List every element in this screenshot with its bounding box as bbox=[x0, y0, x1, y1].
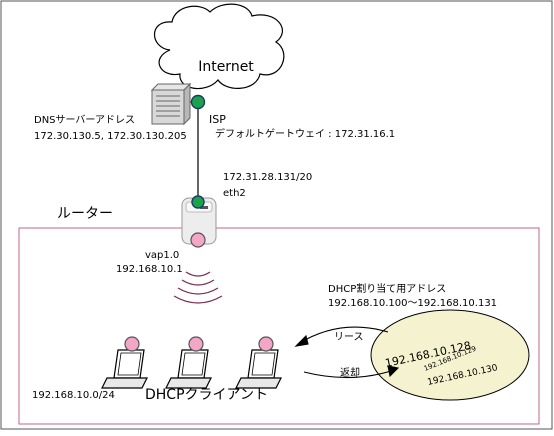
router-wan-port bbox=[191, 195, 205, 209]
lease-arrow bbox=[294, 326, 389, 347]
router-lan-interface: vap1.0 bbox=[145, 250, 179, 261]
router-lan-ip: 192.168.10.1 bbox=[116, 264, 183, 275]
client-network: 192.168.10.0/24 bbox=[32, 390, 115, 401]
dhcp-address-pool bbox=[370, 309, 530, 401]
client-laptop-icon bbox=[165, 336, 212, 389]
dhcp-pool-title: DHCP割り当て用アドレス bbox=[328, 282, 446, 295]
wireless-waves-icon bbox=[173, 271, 223, 304]
client-laptop-icon bbox=[101, 336, 148, 389]
lease-label: リース bbox=[334, 332, 364, 343]
return-arrow bbox=[303, 365, 400, 379]
return-label: 返却 bbox=[340, 367, 360, 379]
client-laptop-icon bbox=[235, 336, 282, 389]
dhcp-pool-range: 192.168.10.100～192.168.10.131 bbox=[328, 298, 497, 309]
dns-addresses: 172.30.130.5, 172.30.130.205 bbox=[34, 131, 187, 142]
dhcp-clients-label: DHCPクライアント bbox=[145, 387, 268, 403]
isp-node bbox=[190, 94, 206, 110]
router-wan-ip: 172.31.28.131/20 bbox=[223, 172, 312, 183]
router-wan-interface: eth2 bbox=[223, 188, 246, 199]
lan-frame bbox=[18, 227, 540, 425]
default-gateway: デフォルトゲートウェイ : 172.31.16.1 bbox=[215, 127, 395, 140]
isp-label: ISP bbox=[209, 113, 226, 126]
dns-title: DNSサーバーアドレス bbox=[34, 114, 135, 126]
dns-server-icon bbox=[150, 82, 192, 126]
router-lan-port bbox=[190, 232, 206, 248]
internet-label: Internet bbox=[198, 59, 254, 75]
router-label: ルーター bbox=[57, 206, 113, 222]
